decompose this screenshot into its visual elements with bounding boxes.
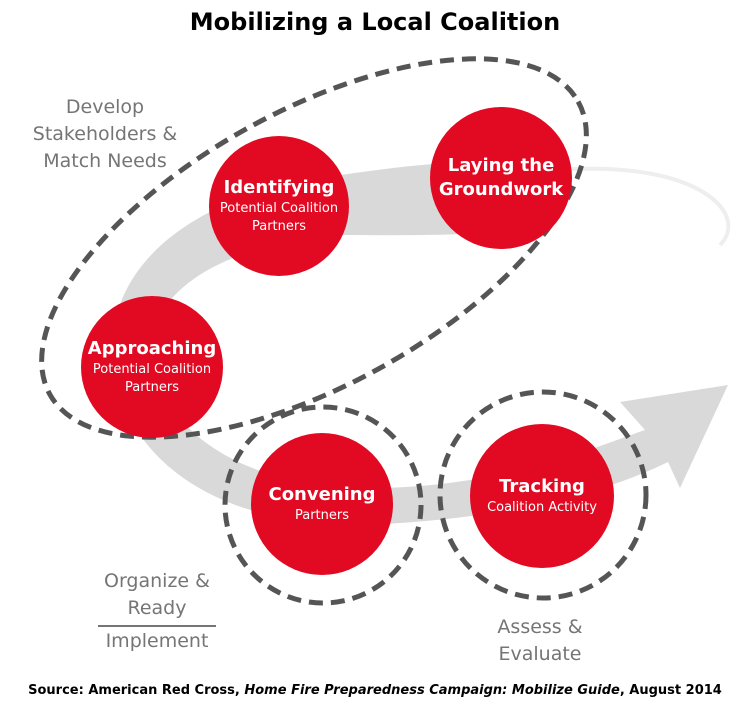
assess-label-line: Evaluate bbox=[498, 643, 582, 665]
step-approaching-subtitle: Potential Coalition bbox=[92, 362, 212, 377]
step-identifying: Identifying Potential Coalition Partners bbox=[209, 136, 349, 276]
source-prefix: Source: American Red Cross, bbox=[28, 683, 245, 698]
step-laying-title: Groundwork bbox=[438, 179, 564, 200]
convening-group-outline bbox=[222, 404, 424, 606]
implement-label: Implement bbox=[105, 630, 209, 652]
step-convening-title: Convening bbox=[268, 484, 376, 505]
step-identifying-subtitle: Partners bbox=[251, 219, 307, 234]
organize-label-line: Organize & bbox=[104, 570, 210, 592]
source-suffix: , August 2014 bbox=[619, 683, 722, 698]
step-approaching: Approaching Potential Coalition Partners bbox=[81, 296, 223, 438]
implement-divider bbox=[98, 625, 216, 627]
step-tracking-title: Tracking bbox=[499, 476, 585, 497]
develop-group-label: Develop Stakeholders & Match Needs bbox=[5, 94, 205, 175]
step-approaching-subtitle: Partners bbox=[124, 380, 180, 395]
step-laying-groundwork: Laying the Groundwork bbox=[430, 107, 572, 249]
step-approaching-title: Approaching bbox=[87, 338, 217, 359]
develop-label-line: Stakeholders & bbox=[32, 123, 178, 145]
organize-label-line: Ready bbox=[127, 597, 187, 619]
organize-group-label: Organize & Ready bbox=[72, 568, 242, 622]
source-title: Home Fire Preparedness Campaign: Mobiliz… bbox=[244, 683, 620, 698]
step-tracking-subtitle: Coalition Activity bbox=[487, 500, 597, 515]
diagram-title: Mobilizing a Local Coalition bbox=[189, 8, 561, 36]
develop-label-line: Develop bbox=[65, 96, 145, 118]
source-citation: Source: American Red Cross, Home Fire Pr… bbox=[0, 683, 750, 698]
tracking-group-outline bbox=[437, 389, 649, 601]
step-convening-subtitle: Partners bbox=[294, 508, 350, 523]
develop-label-line: Match Needs bbox=[43, 150, 167, 172]
step-identifying-subtitle: Potential Coalition bbox=[219, 201, 339, 216]
assess-group-label: Assess & Evaluate bbox=[455, 614, 625, 668]
step-tracking: Tracking Coalition Activity bbox=[470, 424, 614, 568]
flow-arrow bbox=[111, 162, 729, 525]
step-laying-title: Laying the bbox=[447, 155, 555, 176]
step-convening: Convening Partners bbox=[251, 433, 393, 575]
assess-label-line: Assess & bbox=[497, 616, 583, 638]
flow-arrow-band bbox=[559, 166, 731, 247]
step-identifying-title: Identifying bbox=[223, 177, 335, 198]
